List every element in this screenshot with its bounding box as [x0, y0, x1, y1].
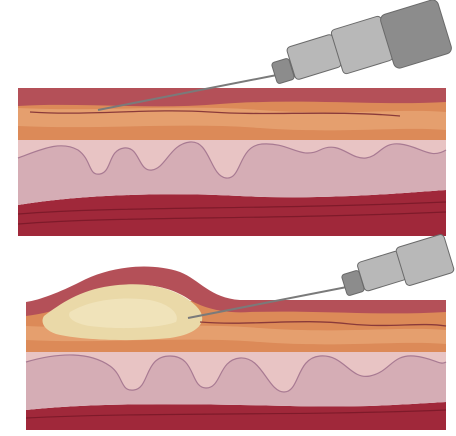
- panel-after-injection: [26, 234, 455, 430]
- syringe-barrel-rear: [395, 234, 455, 287]
- panel-before-injection: [18, 0, 453, 236]
